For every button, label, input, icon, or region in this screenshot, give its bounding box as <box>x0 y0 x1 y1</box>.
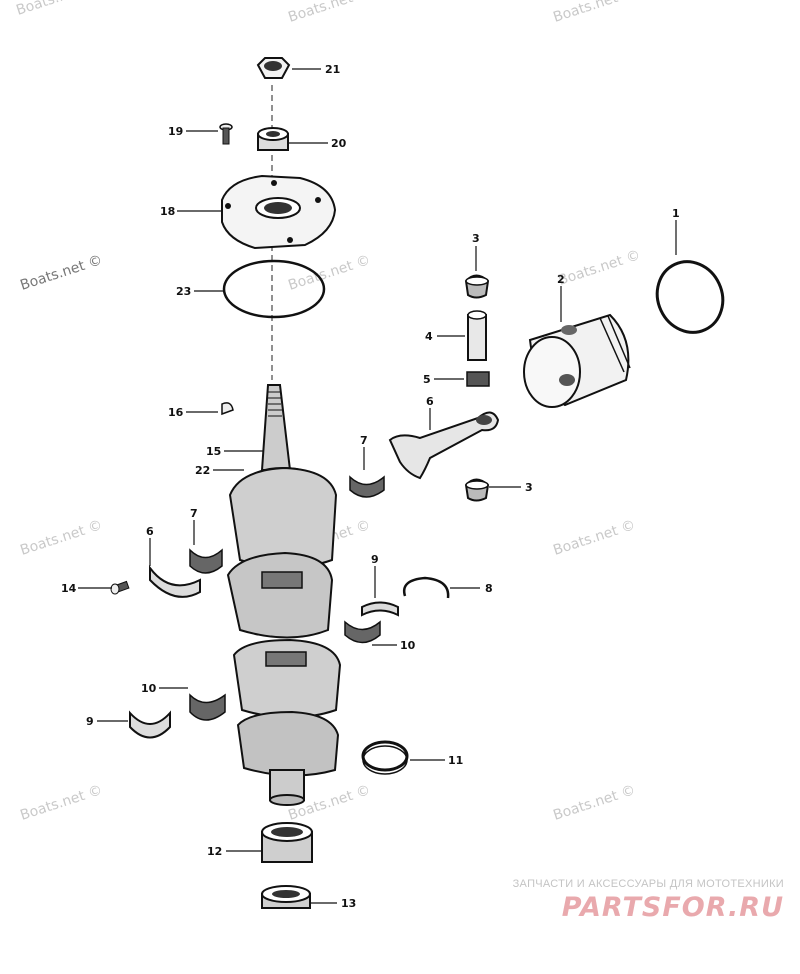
watermark: Boats.net © <box>286 0 372 26</box>
bearing-half-part <box>189 548 223 574</box>
partsfor-brand: ЗАПЧАСТИ И АКСЕССУАРЫ ДЛЯ МОТОТЕХНИКИ PA… <box>484 878 784 923</box>
watermark: Boats.net © <box>551 517 637 559</box>
watermark: Boats.net © <box>18 517 104 559</box>
watermark: Boats.net © <box>18 252 104 294</box>
nut-part <box>256 57 291 79</box>
callout-labels: 21 20 19 18 23 3 2 1 4 5 6 3 7 16 15 22 … <box>61 63 680 910</box>
callout-3: 3 <box>525 481 533 494</box>
bushing-part-upper <box>464 274 490 299</box>
callout-6: 6 <box>426 395 434 408</box>
lower-seal-part <box>261 885 311 909</box>
seal-ring-part <box>361 740 409 775</box>
callout-7: 7 <box>360 434 368 447</box>
callout-16: 16 <box>168 406 184 419</box>
callout-15: 15 <box>206 445 221 458</box>
callout-22: 22 <box>195 464 210 477</box>
retaining-ring-part <box>402 576 450 599</box>
callout-10: 10 <box>400 639 416 652</box>
callout-20: 20 <box>331 137 347 150</box>
watermark: Boats.net © <box>286 252 372 294</box>
needle-cage-part <box>344 620 381 644</box>
bearing-half-part <box>349 475 385 498</box>
connecting-rod-part <box>388 411 500 480</box>
piston-ring-part <box>655 260 725 334</box>
callout-18: 18 <box>160 205 175 218</box>
rod-bolt-part <box>110 580 130 595</box>
callout-2: 2 <box>557 273 565 286</box>
watermark: Boats.net © <box>18 782 104 824</box>
callout-21: 21 <box>325 63 340 76</box>
roller-bearing-part <box>261 822 313 863</box>
watermark: Boats.net © <box>556 247 642 289</box>
callout-9: 9 <box>371 553 379 566</box>
needle-cage-part <box>189 693 226 721</box>
callout-4: 4 <box>425 330 433 343</box>
callout-7: 7 <box>190 507 198 520</box>
oil-seal-part <box>257 127 289 151</box>
callout-12: 12 <box>207 845 222 858</box>
callout-23: 23 <box>176 285 191 298</box>
watermark: Boats.net © <box>14 0 100 19</box>
callout-19: 19 <box>168 125 183 138</box>
brand-logo: PARTSFOR.RU <box>561 892 784 923</box>
woodruff-key-part <box>221 402 234 416</box>
callout-1: 1 <box>672 207 680 220</box>
needle-bearing-part <box>466 371 490 387</box>
watermark: Boats.net © <box>551 0 637 26</box>
callout-8: 8 <box>485 582 493 595</box>
bearing-race-part <box>129 710 171 739</box>
piston-pin-part <box>467 310 487 361</box>
bushing-part-lower <box>464 478 490 502</box>
brand-tagline: ЗАПЧАСТИ И АКСЕССУАРЫ ДЛЯ МОТОТЕХНИКИ <box>512 878 784 890</box>
callout-10: 10 <box>141 682 157 695</box>
callout-5: 5 <box>423 373 431 386</box>
rod-cap-part <box>149 564 201 598</box>
watermark: Boats.net © <box>551 782 637 824</box>
leader-lines <box>78 68 677 904</box>
callout-3: 3 <box>472 232 480 245</box>
o-ring-part <box>222 259 326 319</box>
piston-part <box>523 313 631 408</box>
callout-9: 9 <box>86 715 94 728</box>
bearing-housing-part <box>221 174 337 250</box>
callout-14: 14 <box>61 582 77 595</box>
callout-11: 11 <box>448 754 463 767</box>
crankshaft-part <box>226 384 342 806</box>
callout-13: 13 <box>341 897 356 910</box>
screw-part <box>219 123 233 145</box>
callout-6: 6 <box>146 525 154 538</box>
bearing-race-part <box>361 601 399 617</box>
